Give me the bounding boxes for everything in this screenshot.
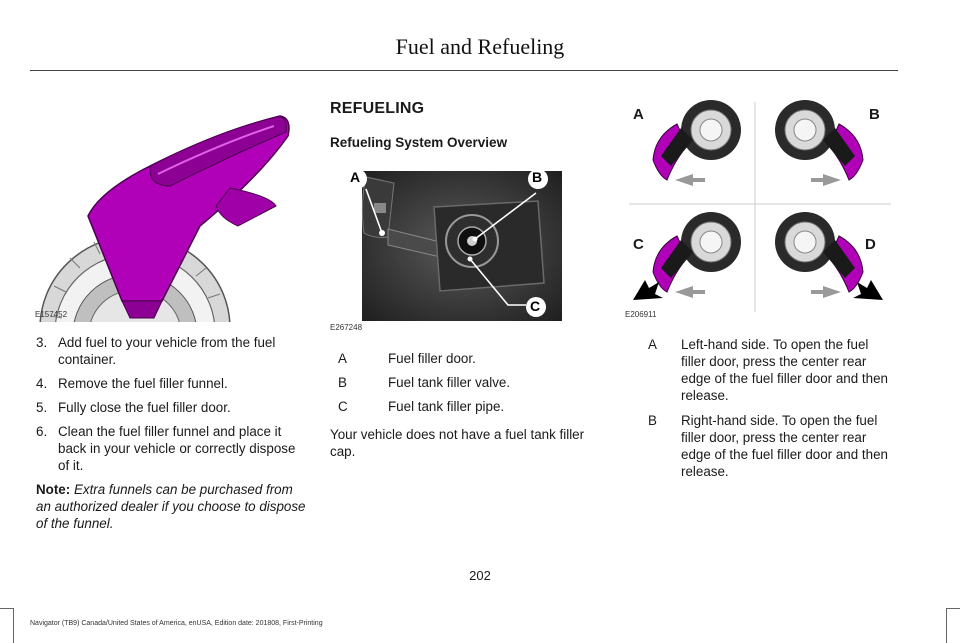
figure-label-b: B xyxy=(532,169,543,185)
figure-code: E206911 xyxy=(625,310,657,319)
figure-label-a: A xyxy=(350,169,361,185)
section-title: REFUELING xyxy=(330,100,425,117)
list-item: 3.Add fuel to your vehicle from the fuel… xyxy=(36,335,276,367)
figure-label-c: C xyxy=(633,236,644,253)
page-number: 202 xyxy=(469,568,491,583)
figure-label-d: D xyxy=(865,236,876,253)
refueling-system-photo: A B C xyxy=(330,163,562,321)
note: Note: Extra funnels can be purchased fro… xyxy=(36,481,306,532)
page-title: Fuel and Refueling xyxy=(395,34,565,59)
list-item: 4.Remove the fuel filler funnel. xyxy=(36,376,228,391)
figure-code: E267248 xyxy=(330,323,363,332)
footer-text: Navigator (TB9) Canada/United States of … xyxy=(30,620,323,627)
note-label: Note: xyxy=(36,482,71,497)
figure-label-c: C xyxy=(530,298,541,314)
header-divider xyxy=(30,70,898,71)
procedure-steps: 3.Add fuel to your vehicle from the fuel… xyxy=(36,334,306,532)
list-item: 6.Clean the fuel filler funnel and place… xyxy=(36,424,296,473)
crop-mark xyxy=(0,608,14,643)
funnel-illustration xyxy=(30,96,300,322)
figure-label-b: B xyxy=(869,106,880,123)
figure-code: E157452 xyxy=(35,310,68,319)
crop-mark xyxy=(946,608,960,643)
note-text: Extra funnels can be purchased from an a… xyxy=(36,482,306,531)
paragraph: Your vehicle does not have a fuel tank f… xyxy=(330,427,585,459)
subsection-title: Refueling System Overview xyxy=(330,135,508,150)
list-item: 5.Fully close the fuel filler door. xyxy=(36,400,231,415)
fuel-door-diagram: A B C D xyxy=(625,96,895,318)
figure-label-a: A xyxy=(633,106,644,123)
